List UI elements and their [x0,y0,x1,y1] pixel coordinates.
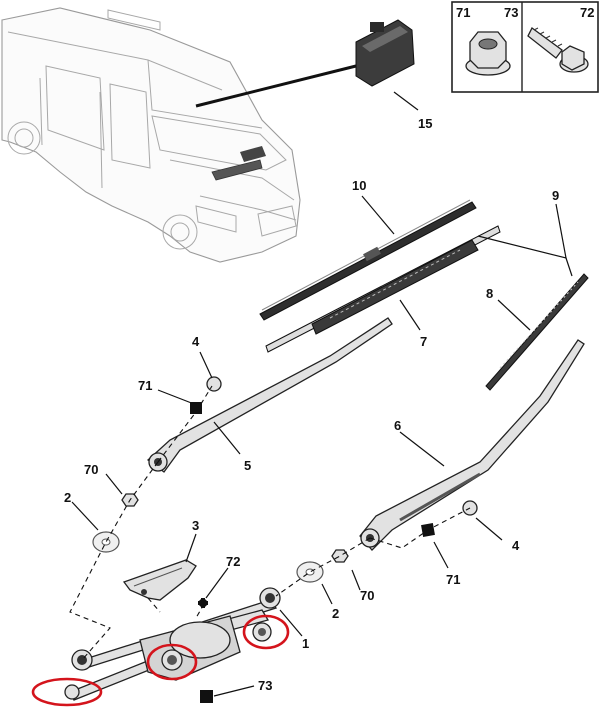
callout-6: 6 [394,418,401,433]
wiper-arm-part-5 [146,317,393,473]
inset-label-71: 71 [456,5,470,20]
callout-4-right: 4 [512,538,520,553]
highlight-ring-pivot-left [31,677,103,707]
callout-9: 9 [552,188,559,203]
callout-3: 3 [192,518,199,533]
leader-lines [71,91,573,697]
inset-label-72: 72 [580,5,594,20]
nut-marker-part-71-left [190,402,202,414]
wiper-arm-part-6 [359,339,585,551]
callout-7: 7 [420,334,427,349]
bolt-screw-icon [527,27,589,73]
highlight-rings [31,614,290,707]
highlight-ring-pivot-right [242,614,290,650]
rain-sensor-part-15 [355,19,415,87]
wiper-blade-part-10 [259,199,477,321]
callout-10: 10 [352,178,366,193]
nut-part-70-right [331,549,349,563]
nut-cap-part-4-left [206,376,222,392]
assembly-dashed-lines [69,385,471,661]
washer-part-2-left [92,531,120,553]
flange-nut-icon [465,31,511,76]
callout-15: 15 [418,116,432,131]
callout-70-left: 70 [84,462,98,477]
callout-71-left: 71 [138,378,152,393]
callout-71-right: 71 [446,572,460,587]
callout-70-right: 70 [360,588,374,603]
inset-label-73: 73 [504,5,518,20]
callout-5: 5 [244,458,251,473]
bolt-marker-part-72 [198,598,208,608]
callout-8: 8 [486,286,493,301]
highlight-ring-motor-crank [146,643,198,681]
callout-1: 1 [302,636,309,651]
wiper-refill-part-8 [485,273,589,391]
callout-73: 73 [258,678,272,693]
callout-72: 72 [226,554,240,569]
wiper-linkage-part-1 [64,587,281,701]
callout-2-right: 2 [332,606,339,621]
hardware-inset-box [451,1,599,93]
callout-2-left: 2 [64,490,71,505]
sensor-leader-line [195,64,357,108]
wiper-blade-part-7 [265,225,501,353]
nut-marker-part-73 [200,690,213,703]
vehicle-illustration [1,7,301,263]
callout-labels: 71 73 72 15 10 9 8 7 4 71 6 5 70 2 3 4 7… [64,5,594,693]
washer-part-2-right [296,561,324,583]
bracket-part-3 [122,559,197,601]
callout-4-top: 4 [192,334,200,349]
